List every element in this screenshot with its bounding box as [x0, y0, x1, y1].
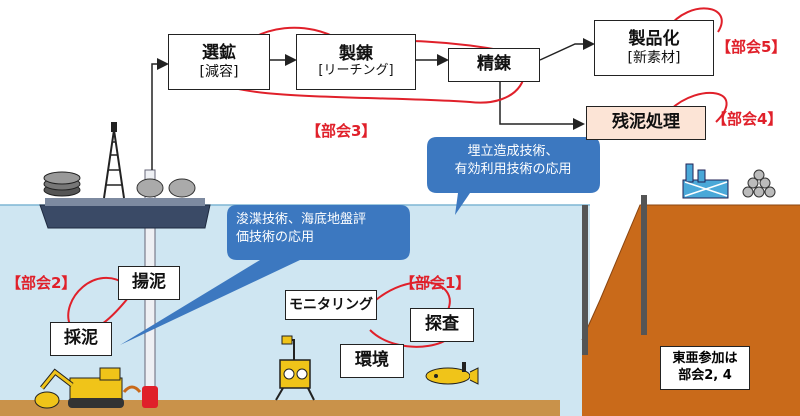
seabed-pump	[142, 386, 158, 408]
box-senko-title: 選鉱	[202, 43, 236, 64]
box-saidei-title: 採泥	[64, 328, 98, 349]
label-bukai5: 【部会5】	[716, 38, 787, 56]
box-refining: 精錬	[448, 48, 540, 82]
box-senko: 選鉱 [減容]	[168, 34, 270, 90]
seafloor	[0, 400, 560, 416]
label-bukai1: 【部会1】	[400, 274, 471, 292]
sheet-pile-right	[641, 195, 647, 335]
mining-ship	[39, 122, 211, 229]
label-bukai4: 【部会4】	[712, 110, 783, 128]
box-product: 製品化 [新素材]	[594, 20, 714, 76]
survey-robot-icon	[275, 335, 315, 401]
box-refining-title: 精錬	[477, 54, 511, 75]
box-monitoring-title: モニタリング	[289, 296, 373, 313]
auv-icon	[425, 362, 479, 385]
callout-dredge-text: 浚渫技術、海底地盤評 価技術の応用	[236, 211, 406, 246]
box-product-sub: [新素材]	[627, 49, 681, 66]
label-bukai3: 【部会3】	[306, 122, 377, 140]
participation-note-line1: 東亜参加は	[672, 351, 738, 367]
callout-landfill-text: 埋立造成技術、 有効利用技術の応用	[438, 143, 588, 178]
box-residue-title: 残泥処理	[612, 112, 680, 133]
box-residue: 残泥処理	[586, 106, 706, 140]
excavator-icon	[34, 367, 142, 409]
box-yodei-title: 揚泥	[132, 272, 166, 293]
callout-landfill-line2: 有効利用技術の応用	[454, 161, 572, 177]
box-seiren-leaching: 製錬 [リーチング]	[296, 34, 416, 90]
box-yodei: 揚泥	[118, 266, 180, 300]
callout-dredge-line2: 価技術の応用	[236, 229, 315, 245]
box-saidei: 採泥	[50, 322, 112, 356]
box-senko-sub: [減容]	[199, 63, 239, 80]
box-seiren-leaching-title: 製錬	[339, 43, 373, 64]
box-product-title: 製品化	[628, 29, 680, 50]
process-arrows	[151, 38, 595, 170]
callout-landfill-line1: 埋立造成技術、	[467, 144, 559, 159]
box-kankyo-title: 環境	[355, 350, 389, 371]
callout-dredge	[120, 205, 410, 345]
label-bukai2: 【部会2】	[6, 274, 77, 292]
material-pile-icon	[742, 169, 776, 198]
sheet-pile-left	[582, 205, 588, 355]
box-tansa: 探査	[410, 308, 474, 342]
participation-note-line2: 部会2, 4	[678, 368, 732, 383]
box-monitoring: モニタリング	[285, 290, 377, 320]
factory-icon	[682, 163, 729, 199]
box-seiren-leaching-sub: [リーチング]	[318, 63, 394, 79]
box-tansa-title: 探査	[425, 314, 459, 335]
box-kankyo: 環境	[340, 344, 404, 378]
participation-note: 東亜参加は 部会2, 4	[660, 346, 750, 390]
callout-landfill	[427, 137, 600, 215]
callout-dredge-line1: 浚渫技術、海底地盤評	[236, 212, 367, 227]
